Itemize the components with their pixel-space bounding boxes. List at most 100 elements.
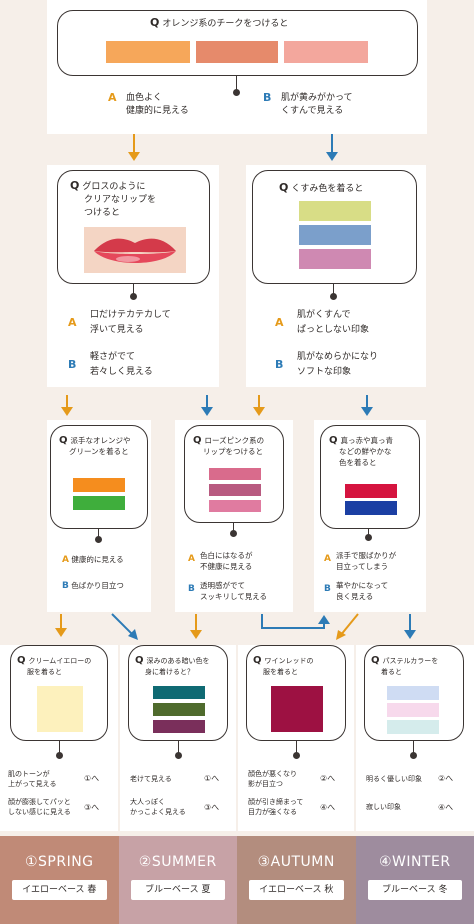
q3-swatch-3 — [299, 249, 371, 269]
q9-result-1: 顔色が悪くなり影が目立つ — [248, 770, 297, 788]
connector-dot — [293, 752, 300, 759]
arrow-head — [201, 407, 213, 416]
season-name: ①SPRING — [24, 854, 94, 870]
q9-result-2-goto: ④へ — [320, 803, 336, 812]
arrow-head — [361, 407, 373, 416]
arrow — [258, 395, 260, 407]
connector-dot — [95, 536, 102, 543]
q8-result-1: 老けて見える — [130, 775, 172, 783]
q4-swatch-1 — [73, 478, 125, 492]
connector — [333, 284, 335, 296]
connector-dot — [175, 752, 182, 759]
result-autumn: ③AUTUMN イエローベース 秋 — [237, 836, 356, 924]
connector — [59, 741, 61, 755]
q7-result-2: 顔が膨張してパッとしない感じに見える — [8, 798, 71, 816]
connector — [133, 284, 135, 296]
lips-image — [84, 227, 186, 273]
connector-dot — [233, 89, 240, 96]
q8-result-1-goto: ①へ — [204, 774, 220, 783]
q9-swatch — [271, 686, 323, 732]
arrow-head — [55, 628, 67, 637]
connector-dot — [130, 293, 137, 300]
arrow-a — [133, 134, 135, 152]
q5-swatch-1 — [209, 468, 261, 480]
connector — [178, 741, 180, 755]
connector — [413, 741, 415, 755]
connector — [368, 529, 370, 537]
arrow — [60, 614, 62, 628]
q8-swatch-2 — [153, 703, 205, 716]
q8-result-2: 大人っぽくかっこよく見える — [130, 798, 186, 816]
season-tag: ブルーベース 冬 — [367, 880, 462, 900]
connector — [296, 741, 298, 755]
arrow-head — [253, 407, 265, 416]
q1-answer-b: B 肌が黄みがかって くすんで見える — [263, 91, 353, 117]
connector-dot — [56, 752, 63, 759]
q7-result-2-goto: ③へ — [84, 803, 100, 812]
connector-dot — [330, 293, 337, 300]
q1-swatch-1 — [106, 41, 190, 63]
arrow — [206, 395, 208, 407]
season-tag: イエローベース 秋 — [249, 880, 344, 900]
q7-swatch — [37, 686, 83, 732]
q9-result-1-goto: ②へ — [320, 774, 336, 783]
q6-swatch-2 — [345, 501, 397, 515]
cross-arrows — [111, 613, 416, 640]
q3-swatch-2 — [299, 225, 371, 245]
q1-swatch-3 — [284, 41, 368, 63]
q5-swatch-2 — [209, 484, 261, 496]
q10-result-2-goto: ④へ — [438, 803, 454, 812]
arrow-head — [61, 407, 73, 416]
connector-dot — [410, 752, 417, 759]
season-name: ③AUTUMN — [257, 854, 335, 870]
q7-result-1: 肌のトーンが上がって見える — [8, 770, 57, 788]
q10-result-1-goto: ②へ — [438, 774, 454, 783]
q5-swatch-3 — [209, 500, 261, 512]
season-tag: ブルーベース 夏 — [130, 880, 225, 900]
connector-dot — [230, 530, 237, 537]
arrow-b — [331, 134, 333, 152]
q10-swatch-3 — [387, 720, 439, 734]
q8-result-2-goto: ③へ — [204, 803, 220, 812]
q10-swatch-2 — [387, 703, 439, 717]
season-name: ④WINTER — [378, 854, 451, 870]
q8-swatch-3 — [153, 720, 205, 733]
connector — [233, 523, 235, 533]
season-name: ②SUMMER — [138, 854, 217, 870]
q4-answer-a: A 健康的に見える — [62, 555, 124, 565]
arrow-b-head — [326, 152, 338, 161]
q10-result-1: 明るく優しい印象 — [366, 775, 422, 783]
q8-swatch-1 — [153, 686, 205, 699]
arrow-a-head — [128, 152, 140, 161]
result-spring: ①SPRING イエローベース 春 — [0, 836, 119, 924]
q1-answer-a: A 血色よく 健康的に見える — [108, 91, 189, 117]
q4-answer-b: B 色ばかり目立つ — [62, 581, 124, 591]
connector-dot — [365, 534, 372, 541]
season-tag: イエローベース 春 — [12, 880, 107, 900]
connector — [98, 529, 100, 539]
q4-swatch-2 — [73, 496, 125, 510]
q-mark: Q — [150, 16, 160, 29]
result-winter: ④WINTER ブルーベース 冬 — [355, 836, 474, 924]
arrow — [66, 395, 68, 407]
connector — [236, 76, 238, 92]
q9-result-2: 顔が引き締まって目力が強くなる — [248, 798, 304, 816]
q7-result-1-goto: ①へ — [84, 774, 100, 783]
q3-swatch-1 — [299, 201, 371, 221]
